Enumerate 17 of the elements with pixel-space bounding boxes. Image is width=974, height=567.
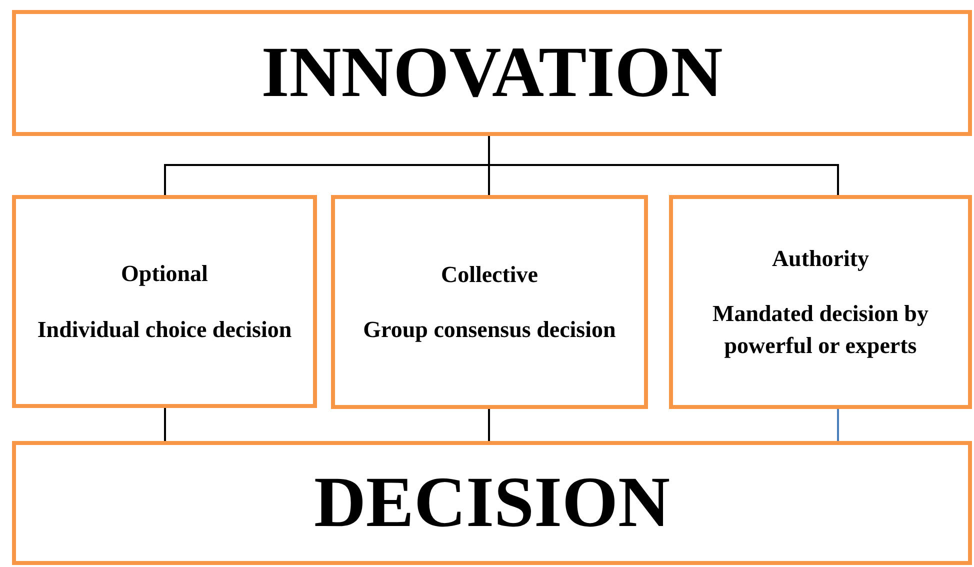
category-box [331, 195, 648, 409]
category-description: Group consensus decision [363, 316, 616, 344]
title-text: INNOVATION [261, 33, 723, 113]
category-title: Optional [121, 260, 208, 288]
connector-line [488, 136, 839, 195]
title-text: DECISION [314, 463, 670, 542]
category-box [12, 195, 317, 408]
category-description: Individual choice decision [37, 316, 292, 344]
heading-box [12, 10, 972, 136]
category-title: Authority [772, 245, 870, 274]
connector-line [488, 409, 490, 441]
connector-line [164, 408, 166, 441]
connector-line [837, 409, 839, 441]
category-title: Collective [440, 260, 538, 289]
category-box [669, 195, 972, 409]
category-description: Mandated decision by powerful or experts [712, 300, 930, 360]
heading-box [12, 441, 972, 565]
